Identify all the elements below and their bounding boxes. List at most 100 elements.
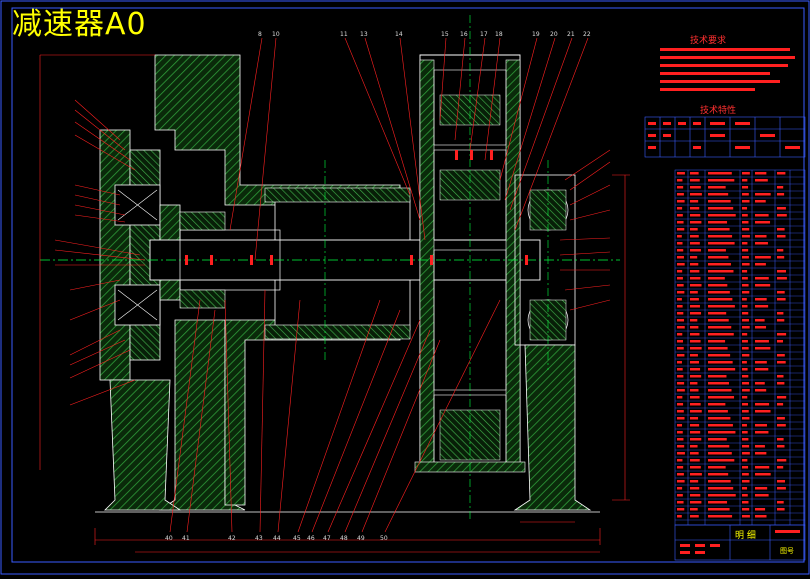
bom-cell-text (742, 256, 749, 259)
svg-text:50: 50 (380, 535, 388, 542)
tech-characteristics-table (644, 116, 806, 158)
bom-cell-text (742, 473, 749, 476)
bom-cell-text (708, 389, 732, 392)
bom-cell-text (777, 186, 784, 189)
bom-cell-text (755, 487, 768, 490)
bom-cell-text (708, 305, 735, 308)
bom-cell-text (742, 228, 750, 231)
bom-cell-text (755, 277, 769, 280)
svg-text:19: 19 (532, 31, 540, 38)
bom-cell-text (755, 403, 770, 406)
bom-cell-text (690, 214, 701, 217)
bom-cell-text (690, 242, 700, 245)
bom-cell-text (755, 179, 768, 182)
bom-cell-text (708, 207, 734, 210)
bom-cell-text (742, 375, 749, 378)
bom-cell-text (677, 459, 683, 462)
bom-cell-text (690, 459, 700, 462)
bom-cell-text (777, 417, 785, 420)
bom-cell-text (677, 508, 685, 511)
bom-cell-text (690, 431, 701, 434)
bom-cell-text (755, 200, 766, 203)
svg-text:43: 43 (255, 535, 263, 542)
bom-cell-text (677, 221, 684, 224)
bom-cell-text (742, 403, 748, 406)
bom-cell-text (690, 438, 702, 441)
bom-cell-text (690, 480, 699, 483)
bom-cell-text (677, 242, 683, 245)
bom-cell-text (742, 277, 748, 280)
bom-cell-text (777, 319, 785, 322)
bom-cell-text (690, 263, 699, 266)
bom-cell-text (690, 305, 700, 308)
bom-cell-text (755, 319, 765, 322)
bom-cell-text (677, 375, 684, 378)
bom-cell-text (742, 459, 748, 462)
bom-cell-text (742, 347, 749, 350)
svg-text:46: 46 (307, 535, 315, 542)
bom-cell-text (755, 305, 769, 308)
bom-cell-text (708, 424, 733, 427)
bom-cell-text (777, 487, 786, 490)
svg-text:22: 22 (583, 31, 591, 38)
svg-text:49: 49 (357, 535, 365, 542)
bom-cell-text (742, 515, 750, 518)
bom-cell-text (708, 312, 727, 315)
bom-cell-text (742, 319, 749, 322)
bom-cell-text (777, 424, 786, 427)
bom-cell-text (690, 375, 702, 378)
bom-cell-text (777, 249, 784, 252)
bom-cell-text (755, 445, 765, 448)
bom-cell-text (777, 354, 785, 357)
svg-text:13: 13 (360, 31, 368, 38)
bom-cell-text (742, 326, 750, 329)
bom-cell-text (708, 249, 726, 252)
svg-text:41: 41 (182, 535, 190, 542)
bom-cell-text (677, 501, 684, 504)
bom-cell-text (677, 305, 683, 308)
bom-cell-text (742, 179, 748, 182)
bom-cell-text (677, 382, 685, 385)
bom-cell-text (690, 319, 698, 322)
bom-cell-text (690, 361, 699, 364)
bom-cell-text (755, 214, 769, 217)
bom-cell-text (708, 277, 725, 280)
bom-cell-text (690, 207, 700, 210)
dimension-lines (39, 54, 630, 553)
bom-cell-text (690, 494, 701, 497)
bom-cell-text (677, 172, 685, 175)
bom-cell-text (677, 354, 685, 357)
bom-cell-text (677, 347, 684, 350)
bom-cell-text (742, 508, 750, 511)
bom-cell-text (690, 382, 698, 385)
bom-cell-text (755, 473, 771, 476)
bom-cell-text (777, 375, 784, 378)
bom-cell-text (708, 501, 728, 504)
bom-cell-text (690, 200, 699, 203)
bom-cell-text (677, 263, 685, 266)
bom-cell-text (742, 221, 749, 224)
bom-cell-text (708, 508, 730, 511)
bom-cell-text (677, 487, 683, 490)
bom-cell-text (708, 487, 734, 490)
bom-cell-text (708, 242, 735, 245)
bom-cell-text (742, 298, 747, 301)
bom-cell-text (742, 312, 749, 315)
bom-cell-text (677, 466, 684, 469)
bom-cell-text (755, 340, 769, 343)
bom-cell-text (690, 424, 700, 427)
svg-text:15: 15 (441, 31, 449, 38)
bom-cell-text (690, 193, 702, 196)
bom-cell-text (708, 298, 733, 301)
bom-cell-text (755, 508, 766, 511)
bom-cell-text (708, 193, 729, 196)
bom-cell-text (777, 193, 785, 196)
svg-text:11: 11 (340, 31, 348, 38)
bom-cell-text (755, 235, 767, 238)
bom-cell-text (677, 473, 684, 476)
bom-cell-text (742, 445, 750, 448)
bom-cell-text (742, 438, 749, 441)
bom-cell-text (777, 508, 785, 511)
bom-cell-text (777, 438, 784, 441)
drawing-number-label: 图号 (780, 547, 794, 555)
